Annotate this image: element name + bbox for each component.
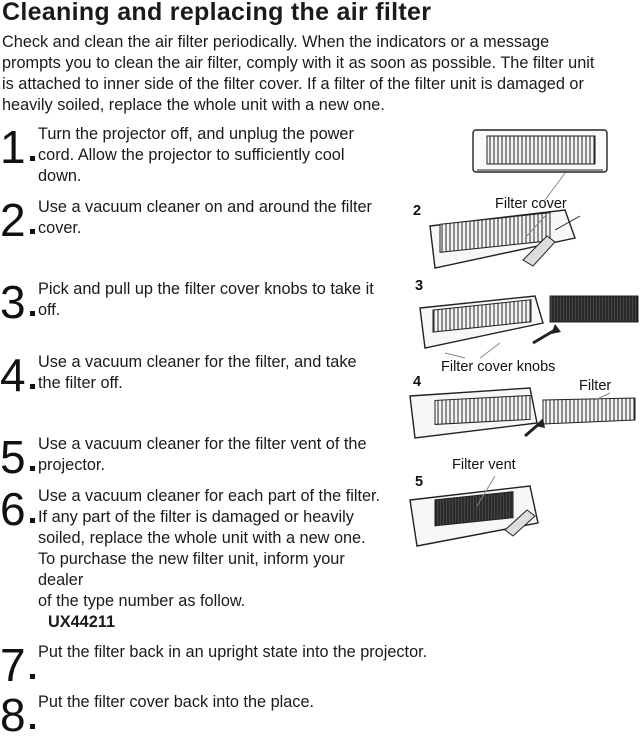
label-filter-cover-knobs: Filter cover knobs — [441, 359, 556, 375]
step-line: down. — [38, 167, 82, 185]
step-bullet — [30, 518, 35, 523]
intro-paragraph: Check and clean the air filter periodica… — [2, 32, 638, 116]
figure-number-4: 4 — [413, 374, 422, 390]
step-text: Use a vacuum cleaner for the filter, and… — [38, 352, 357, 394]
step-text: Use a vacuum cleaner for each part of th… — [38, 486, 380, 633]
step-line: Turn the projector off, and unplug the p… — [38, 125, 354, 143]
page-title: Cleaning and replacing the air filter — [2, 0, 432, 26]
step-bullet — [30, 229, 35, 234]
step-number: 3 — [0, 276, 26, 328]
step-number: 6 — [0, 483, 26, 535]
label-filter: Filter — [579, 378, 612, 394]
step-line: of the type number as follow. — [38, 592, 246, 610]
projector-front-view — [472, 129, 608, 173]
step-line: Put the filter cover back into the place… — [38, 693, 315, 711]
step-text: Use a vacuum cleaner for the filter vent… — [38, 434, 367, 476]
label-filter-cover: Filter cover — [495, 196, 567, 212]
step-text: Put the filter back in an upright state … — [38, 642, 427, 663]
label-filter-vent: Filter vent — [452, 457, 516, 473]
step-line: To purchase the new filter unit, inform … — [38, 550, 345, 568]
step-bullet — [30, 311, 35, 316]
figure-number-5: 5 — [415, 474, 424, 490]
step-bullet — [30, 674, 35, 679]
step-line: Use a vacuum cleaner for the filter vent… — [38, 435, 367, 453]
step-line: If any part of the filter is damaged or … — [38, 508, 354, 526]
step-text: Turn the projector off, and unplug the p… — [38, 124, 354, 187]
figure-number-3: 3 — [415, 278, 424, 294]
step-line: Put the filter back in an upright state … — [38, 643, 428, 661]
projector-step-3 — [419, 295, 639, 349]
figure-number-2: 2 — [413, 203, 422, 219]
step-number: 8 — [0, 689, 26, 741]
step-number: 2 — [0, 194, 26, 246]
intro-line: is attached to inner side of the filter … — [2, 75, 584, 93]
filter-illustration: Filter cover Filter cover knobs Filter F… — [405, 118, 640, 558]
step-line: Use a vacuum cleaner for the filter, and… — [38, 353, 357, 371]
step-bullet — [30, 156, 35, 161]
projector-step-2 — [429, 209, 581, 269]
step-number: 7 — [0, 639, 26, 691]
step-line: the filter off. — [38, 374, 123, 392]
step-text: Put the filter cover back into the place… — [38, 692, 314, 713]
step-text: Use a vacuum cleaner on and around the f… — [38, 197, 372, 239]
step-bullet — [30, 724, 35, 729]
intro-line: heavily soiled, replace the whole unit w… — [2, 96, 385, 114]
projector-step-5 — [409, 485, 539, 547]
step-number: 1 — [0, 121, 26, 173]
step-bullet — [30, 466, 35, 471]
intro-line: Check and clean the air filter periodica… — [2, 33, 550, 51]
step-text: Pick and pull up the filter cover knobs … — [38, 279, 374, 321]
step-line: Use a vacuum cleaner on and around the f… — [38, 198, 372, 216]
intro-line: prompts you to clean the air filter, com… — [2, 54, 595, 72]
step-line: soiled, replace the whole unit with a ne… — [38, 529, 366, 547]
projector-step-4 — [409, 387, 636, 439]
step-line: dealer — [38, 571, 84, 589]
step-line: cord. Allow the projector to sufficientl… — [38, 146, 345, 164]
step-line: Pick and pull up the filter cover knobs … — [38, 280, 374, 298]
step-line: Use a vacuum cleaner for each part of th… — [38, 487, 381, 505]
step-line: off. — [38, 301, 61, 319]
step-line: projector. — [38, 456, 105, 474]
step-line: cover. — [38, 219, 82, 237]
step-bullet — [30, 384, 35, 389]
part-number: UX44211 — [48, 613, 115, 631]
step-number: 5 — [0, 431, 26, 483]
projector-illustration — [409, 129, 639, 547]
step-number: 4 — [0, 349, 26, 401]
